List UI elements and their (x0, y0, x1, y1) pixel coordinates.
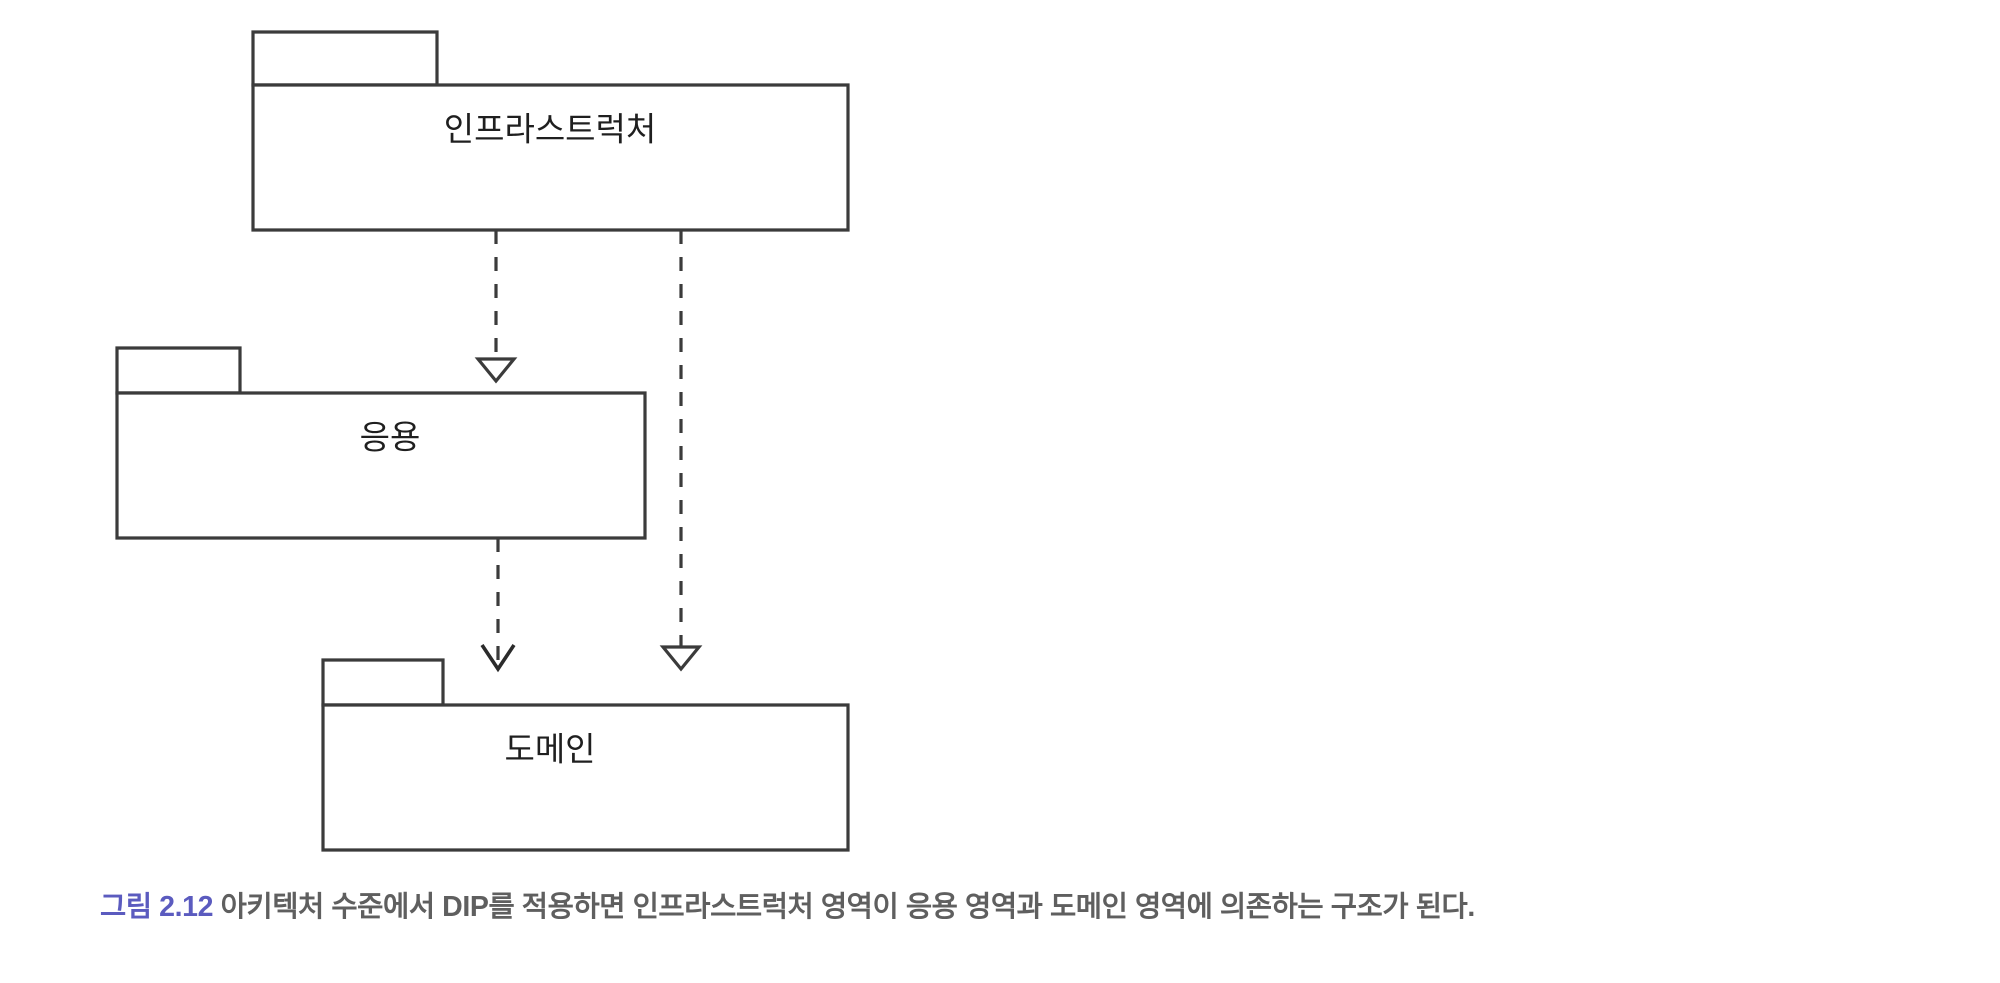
uml-package-diagram: 인프라스트럭처 응용 도메인 (115, 30, 850, 852)
package-infrastructure-body-shape (251, 83, 850, 232)
package-domain-body-shape (321, 703, 850, 852)
package-domain-label: 도메인 (504, 731, 595, 768)
package-application-body-shape (115, 391, 647, 540)
figure-caption-space (213, 891, 221, 923)
dependency-infrastructure-to-domain[interactable] (659, 230, 703, 672)
dependency-infrastructure-to-application[interactable] (474, 230, 518, 384)
package-application-tab-shape (115, 346, 242, 395)
package-domain-tab-shape (321, 658, 445, 707)
figure-caption-number: 그림 2.12 (100, 891, 214, 923)
open-v-arrowhead-icon (480, 644, 516, 673)
hollow-triangle-arrowhead-icon (659, 645, 703, 672)
package-application[interactable]: 응용 (115, 346, 647, 540)
figure-caption: 그림 2.12 아키텍처 수준에서 DIP를 적용하면 인프라스트럭처 영역이 … (100, 884, 1950, 925)
package-application-label: 응용 (360, 419, 421, 456)
hollow-triangle-arrowhead-icon (474, 357, 518, 384)
dependency-application-to-domain[interactable] (480, 538, 516, 673)
package-infrastructure-label: 인프라스트럭처 (444, 111, 657, 148)
figure-caption-text: 아키텍처 수준에서 DIP를 적용하면 인프라스트럭처 영역이 응용 영역과 도… (220, 891, 1476, 923)
package-infrastructure[interactable]: 인프라스트럭처 (251, 30, 850, 232)
package-domain[interactable]: 도메인 (321, 658, 850, 852)
package-infrastructure-tab-shape (251, 30, 439, 87)
